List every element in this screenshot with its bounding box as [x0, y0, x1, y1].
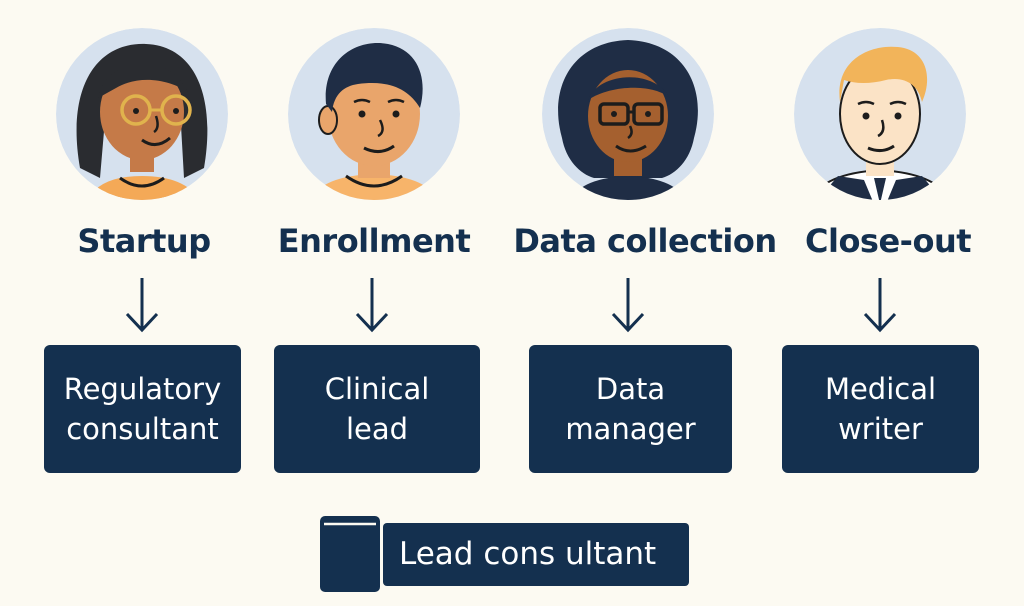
phase-label-data-collection: Data collection [513, 222, 777, 260]
role-line: Regulatory [63, 372, 222, 406]
down-arrow-icon [122, 276, 162, 334]
down-arrow-icon [608, 276, 648, 334]
phase-label-startup: Startup [77, 222, 211, 260]
role-box-medical-writer: Medical writer [782, 345, 979, 473]
folder-icon [319, 515, 381, 593]
role-line: consultant [66, 412, 219, 446]
role-line: Medical [824, 372, 937, 406]
avatar-close-out [794, 28, 966, 200]
phase-label-enrollment: Enrollment [277, 222, 471, 260]
role-box-clinical-lead: Clinical lead [274, 345, 480, 473]
avatar-data-collection [542, 28, 714, 200]
role-line: Clinical [324, 372, 430, 406]
role-line: manager [565, 412, 696, 446]
role-line: lead [345, 412, 409, 446]
down-arrow-icon [352, 276, 392, 334]
phase-label-close-out: Close-out [804, 222, 972, 260]
role-box-data-manager: Data manager [529, 345, 732, 473]
role-line: writer [838, 412, 923, 446]
avatar-startup [56, 28, 228, 200]
role-line: Data [595, 372, 666, 406]
role-box-regulatory-consultant: Regulatory consultant [44, 345, 241, 473]
down-arrow-icon [860, 276, 900, 334]
lead-consultant-label: Lead cons ultant [383, 523, 689, 586]
avatar-enrollment [288, 28, 460, 200]
